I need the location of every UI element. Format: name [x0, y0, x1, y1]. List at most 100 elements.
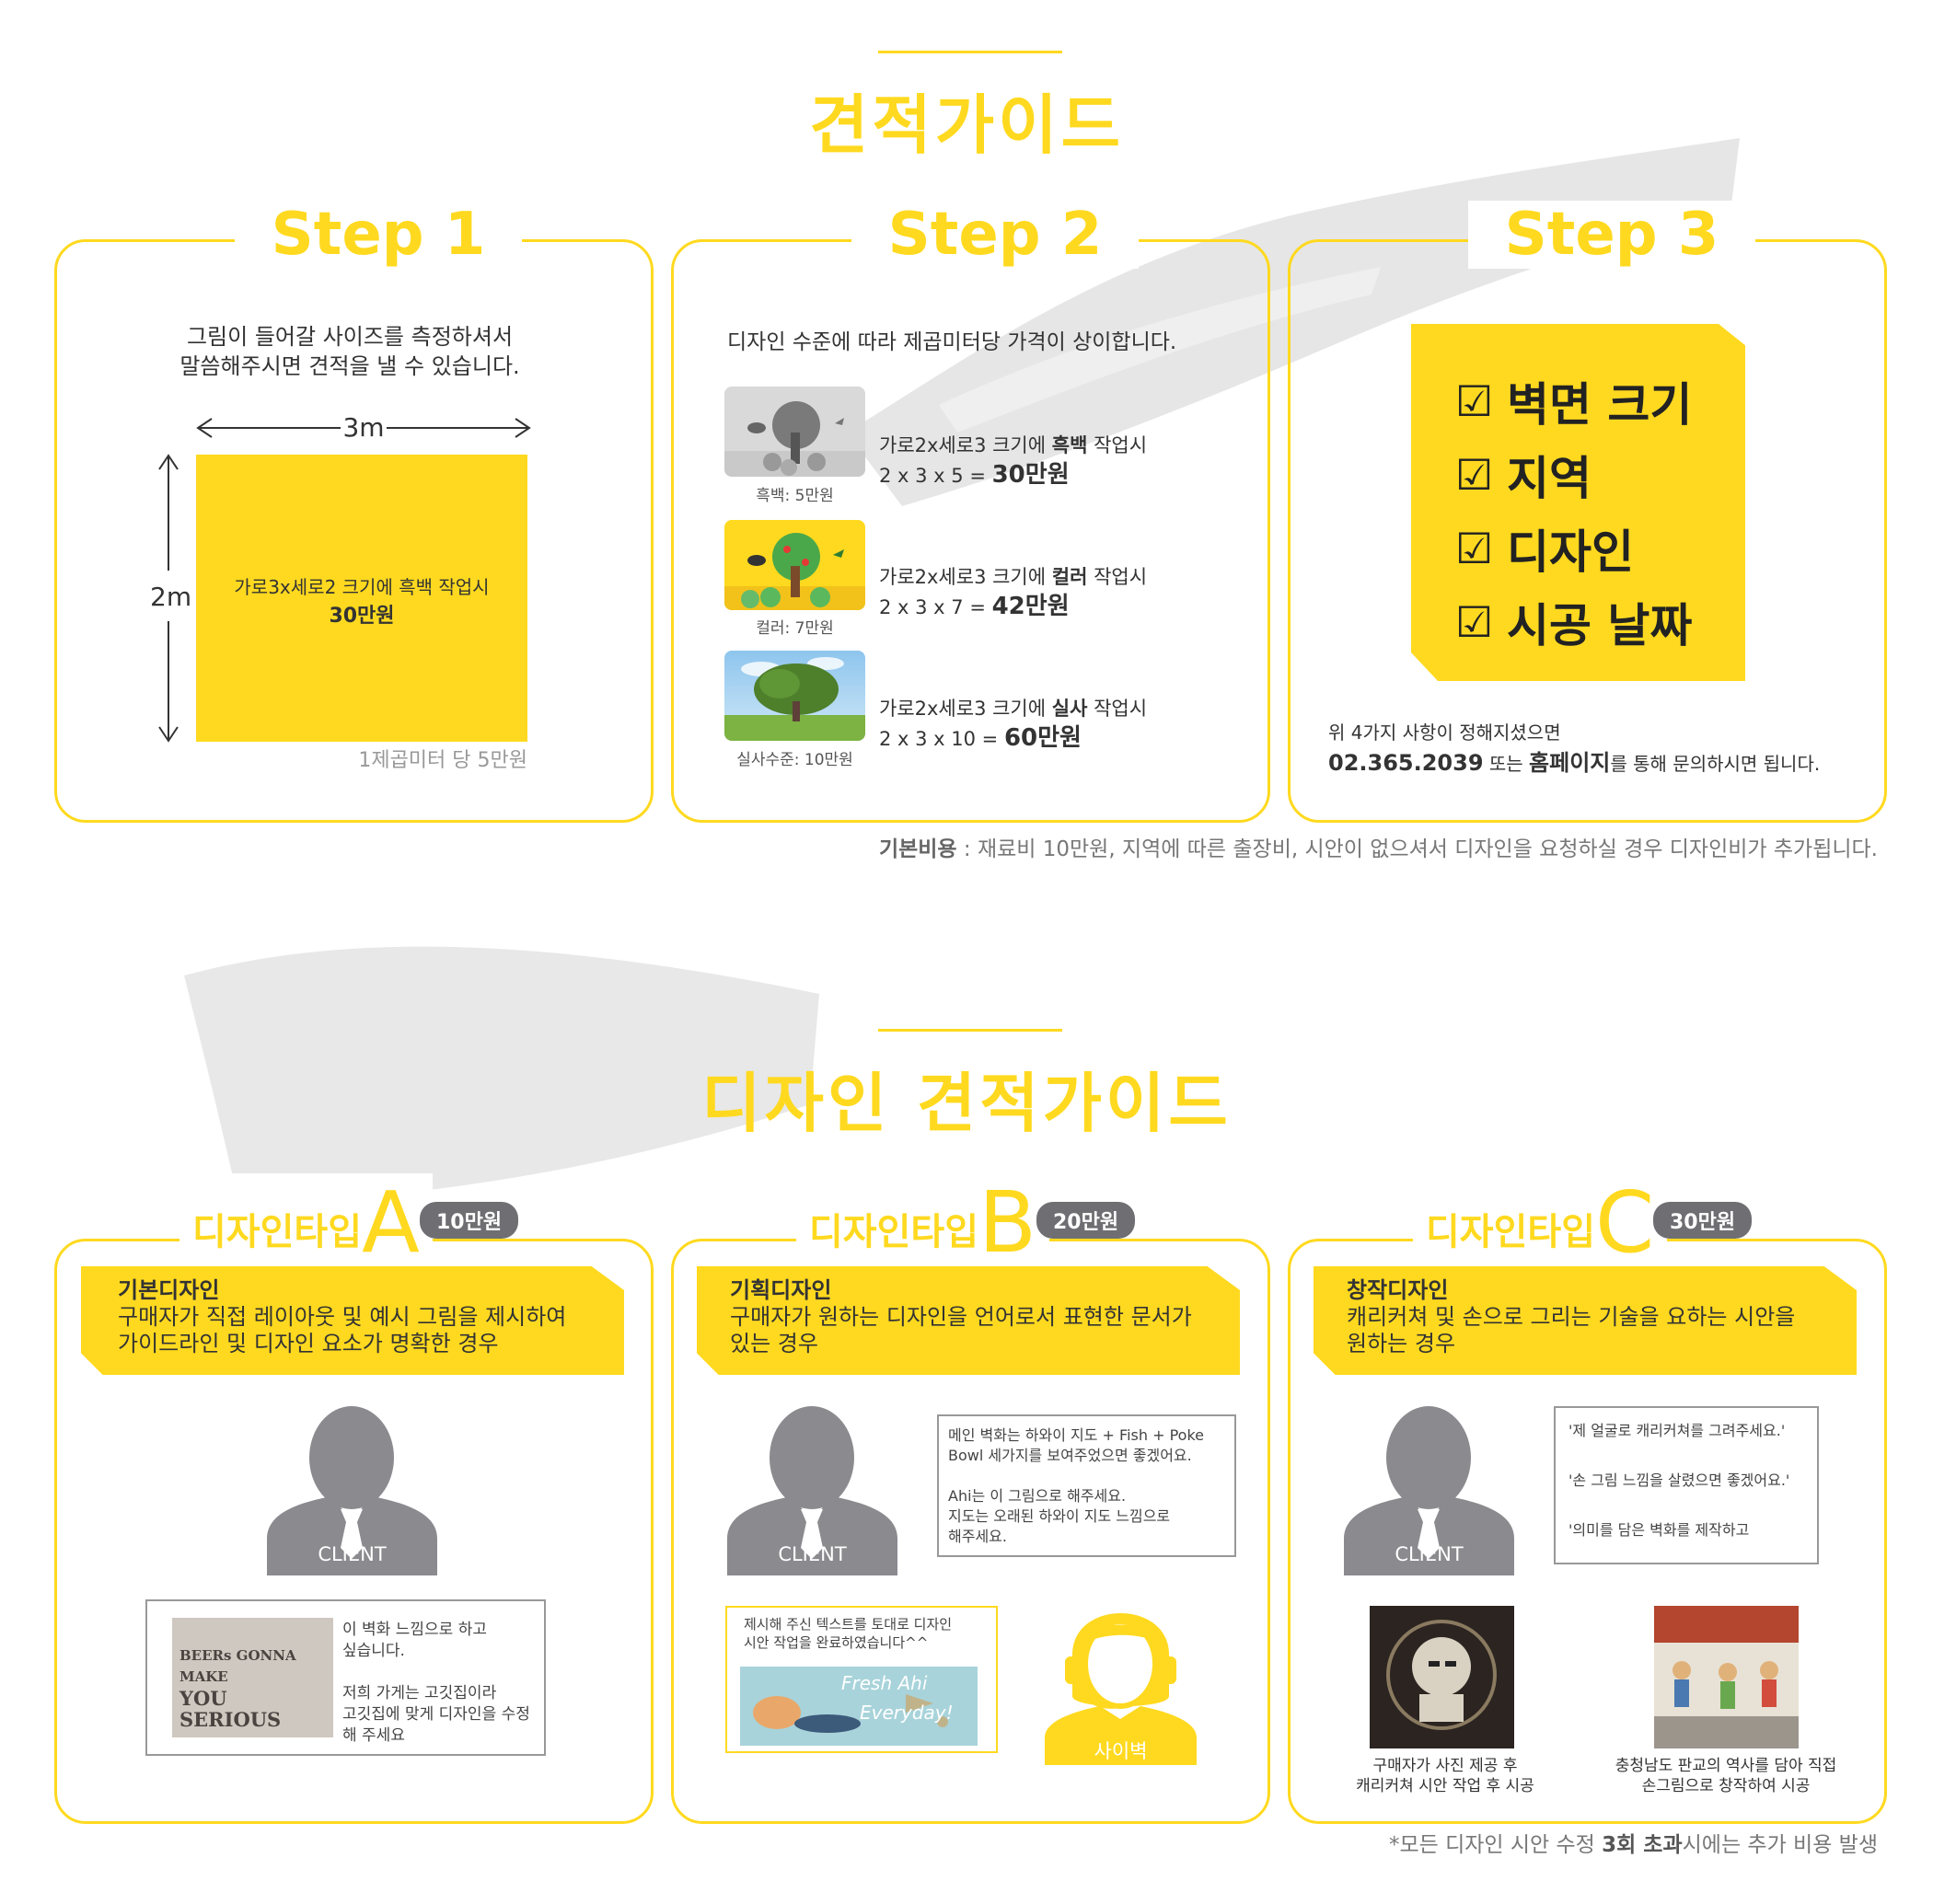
section2-title: 디자인 견적가이드 — [701, 1066, 1232, 1141]
reply-line1: 제시해 주신 텍스트를 토대로 디자인 — [744, 1616, 953, 1633]
caricature-photo — [1370, 1606, 1514, 1748]
mural-caption-line1: 충청남도 판교의 역사를 담아 직접 — [1615, 1757, 1837, 1775]
check-item-wall-size: ☑ 벽면 크기 — [1455, 364, 1692, 438]
checkbox-icon: ☑ — [1455, 597, 1494, 647]
color-line-bold: 컬러 — [1051, 566, 1088, 588]
bw-line-pre: 가로2x세로3 크기에 — [879, 434, 1052, 456]
check-label: 벽면 크기 — [1507, 378, 1693, 432]
type-c-banner: 창작디자인 캐리커쳐 및 손으로 그리는 기술을 요하는 시안을 원하는 경우 — [1314, 1266, 1857, 1375]
client-c-avatar — [1344, 1406, 1514, 1575]
phone-number: 02.365.2039 — [1328, 750, 1484, 776]
fresh-ahi-line2: Everyday! — [860, 1702, 954, 1724]
caricature-caption: 구매자가 사진 제공 후 캐리커쳐 시안 작업 후 시공 — [1316, 1756, 1574, 1796]
base-cost-note: 기본비용 : 재료비 10만원, 지역에 따른 출장비, 시안이 없으셔서 디자… — [552, 831, 1878, 862]
type-b-price-badge: 20만원 — [1036, 1202, 1136, 1239]
client-a-avatar — [267, 1406, 437, 1575]
fresh-ahi-line1: Fresh Ahi — [841, 1672, 928, 1694]
bubble-b-line: Bowl 세가지를 보여주었으면 좋겠어요. — [948, 1447, 1192, 1464]
type-b-reply-bubble: 제시해 주신 텍스트를 토대로 디자인 시안 작업을 완료하였습니다^^ Fre… — [725, 1606, 998, 1753]
bw-line-bold: 흑백 — [1051, 434, 1088, 456]
check-label: 지역 — [1507, 452, 1592, 505]
type-a-banner-title: 기본디자인 — [118, 1277, 220, 1303]
section2-top-line — [878, 1029, 1062, 1032]
check-label: 시공 날짜 — [1507, 599, 1693, 652]
section1-top-line — [878, 51, 1062, 53]
checklist: ☑ 벽면 크기 ☑ 지역 ☑ 디자인 ☑ 시공 날짜 — [1455, 364, 1692, 659]
size-box-price: 30만원 — [329, 605, 395, 628]
type-b-prefix: 디자인타입 — [809, 1211, 978, 1253]
bw-sample-image — [724, 387, 865, 477]
revision-footnote: *모든 디자인 시안 수정 3회 초과시에는 추가 비용 발생 — [1197, 1827, 1878, 1858]
bubble-c-line: '의미를 담은 벽화를 제작하고 — [1568, 1521, 1750, 1539]
color-desc: 가로2x세로3 크기에 컬러 작업시 2 x 3 x 7 = 42만원 — [879, 562, 1147, 622]
check-item-date: ☑ 시공 날짜 — [1455, 585, 1692, 659]
color-caption: 컬러: 7만원 — [756, 619, 834, 638]
checkbox-icon: ☑ — [1455, 376, 1494, 426]
bubble-a-line: 고깃집에 맞게 디자인을 수정 — [342, 1705, 530, 1724]
unit-price-note: 1제곱미터 당 5만원 — [358, 749, 527, 772]
type-c-prefix: 디자인타입 — [1426, 1211, 1595, 1253]
type-c-client-bubble: '제 얼굴로 캐리커쳐를 그려주세요.' '손 그림 느낌을 살렸으면 좋겠어요… — [1554, 1406, 1819, 1564]
type-a-price-badge: 10만원 — [420, 1202, 519, 1239]
note-end: 를 통해 문의하시면 됩니다. — [1610, 753, 1821, 775]
step1-desc-line2: 말씀해주시면 견적을 낼 수 있습니다. — [179, 353, 520, 379]
bubble-c-line: '제 얼굴로 캐리커쳐를 그려주세요.' — [1568, 1422, 1786, 1439]
footnote-post: 시에는 추가 비용 발생 — [1682, 1833, 1878, 1857]
homepage-link[interactable]: 홈페이지 — [1529, 750, 1611, 776]
realistic-line-post: 작업시 — [1087, 698, 1148, 720]
bw-formula: 2 x 3 x 5 = — [879, 465, 992, 487]
footnote-pre: *모든 디자인 시안 수정 — [1388, 1833, 1603, 1857]
type-a-banner: 기본디자인 구매자가 직접 레이아웃 및 예시 그림을 제시하여 가이드라인 및… — [81, 1266, 624, 1375]
step1-desc-line1: 그림이 들어갈 사이즈를 측정하셔서 — [186, 324, 514, 350]
agent-label: 사이벽 — [1094, 1740, 1148, 1762]
type-a-speech-bubble: BEERs GONNA MAKE YOU SERIOUS 이 벽화 느낌으로 하… — [145, 1599, 546, 1756]
client-a-label: CLIENT — [318, 1543, 387, 1565]
realistic-desc: 가로2x세로3 크기에 실사 작업시 2 x 3 x 10 = 60만원 — [879, 694, 1147, 754]
caricature-caption-line1: 구매자가 사진 제공 후 — [1372, 1757, 1518, 1775]
realistic-line-pre: 가로2x세로3 크기에 — [879, 698, 1052, 720]
realistic-line-bold: 실사 — [1051, 698, 1088, 720]
mural-photo — [1654, 1606, 1799, 1748]
base-cost-text: : 재료비 10만원, 지역에 따른 출장비, 시안이 없으셔서 디자인을 요청… — [956, 837, 1878, 861]
bubble-b-line: 메인 벽화는 하와이 지도 + Fish + Poke — [948, 1426, 1204, 1444]
client-c-label: CLIENT — [1395, 1543, 1464, 1565]
type-a-letter: A — [362, 1173, 420, 1272]
beer-image-line2: YOU SERIOUS — [179, 1687, 282, 1731]
step3-note-line1: 위 4가지 사항이 정해지셨으면 — [1328, 721, 1561, 744]
type-a-banner-line1: 구매자가 직접 레이아웃 및 예시 그림을 제시하여 — [118, 1304, 567, 1330]
step2-desc: 디자인 수준에 따라 제곱미터당 가격이 상이합니다. — [727, 330, 1177, 354]
beer-wall-image: BEERs GONNA MAKE YOU SERIOUS — [172, 1618, 333, 1737]
bubble-b-line: 지도는 오래된 하와이 지도 느낌으로 — [948, 1507, 1171, 1525]
note-mid: 또는 — [1483, 753, 1530, 775]
step3-title: Step 3 — [1468, 201, 1755, 269]
type-a-title: 디자인타입A — [179, 1173, 433, 1272]
footnote-bold: 3회 초과 — [1602, 1833, 1683, 1857]
width-label: 3m — [342, 412, 385, 443]
width-arrow — [196, 418, 531, 438]
bw-caption: 흑백: 5만원 — [756, 487, 834, 505]
checkbox-icon: ☑ — [1455, 524, 1494, 573]
type-a-banner-line2: 가이드라인 및 디자인 요소가 명확한 경우 — [118, 1331, 499, 1356]
checklist-box: ☑ 벽면 크기 ☑ 지역 ☑ 디자인 ☑ 시공 날짜 — [1411, 324, 1745, 681]
height-label: 2m — [150, 582, 192, 612]
step1-desc: 그림이 들어갈 사이즈를 측정하셔서 말씀해주시면 견적을 낼 수 있습니다. — [64, 322, 635, 381]
type-b-banner-line2: 있는 경우 — [730, 1331, 818, 1356]
checkbox-icon: ☑ — [1455, 450, 1494, 500]
type-c-title: 디자인타입C — [1413, 1173, 1668, 1272]
color-line-pre: 가로2x세로3 크기에 — [879, 566, 1052, 588]
step3-note-line2: 02.365.2039 또는 홈페이지를 통해 문의하시면 됩니다. — [1328, 744, 1871, 777]
type-b-banner-title: 기획디자인 — [730, 1277, 832, 1303]
bubble-a-line: 저희 가게는 고깃집이라 — [342, 1684, 497, 1702]
check-label: 디자인 — [1507, 525, 1634, 579]
check-item-design: ☑ 디자인 — [1455, 512, 1692, 585]
color-line-post: 작업시 — [1087, 566, 1148, 588]
type-a-prefix: 디자인타입 — [192, 1211, 362, 1253]
height-arrow — [158, 454, 179, 743]
fresh-ahi-design-image: Fresh Ahi Everyday! — [740, 1667, 978, 1746]
bubble-c-line: '손 그림 느낌을 살렸으면 좋겠어요.' — [1568, 1471, 1790, 1489]
type-c-banner-line2: 원하는 경우 — [1347, 1331, 1456, 1356]
section1-title: 견적가이드 — [809, 87, 1124, 163]
bw-price: 30만원 — [991, 461, 1070, 489]
type-c-letter: C — [1595, 1173, 1655, 1272]
bubble-b-line: 해주세요. — [948, 1528, 1007, 1545]
